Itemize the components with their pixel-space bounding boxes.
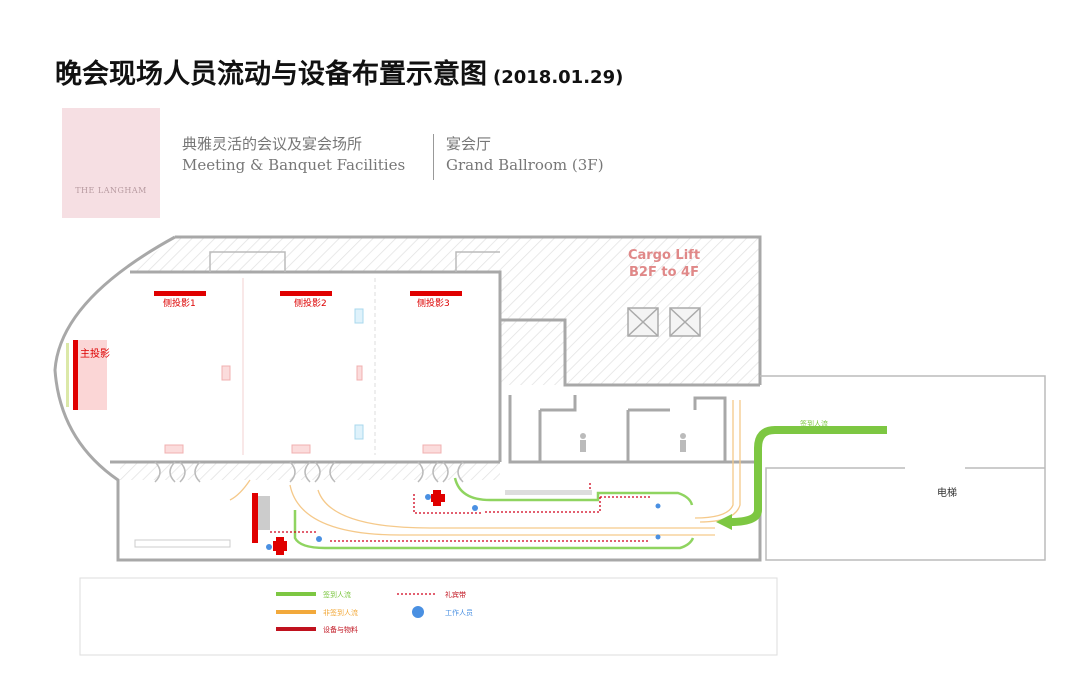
checkin-flow-arrowhead <box>716 514 732 530</box>
side-projection-2-label: 侧投影2 <box>294 297 327 309</box>
checkin-flow-main <box>729 426 887 526</box>
ballroom-top-wall <box>130 270 502 462</box>
legend-swatch-noncheckin <box>276 610 316 614</box>
ballroom-header: 宴会厅 Grand Ballroom (3F) <box>446 134 604 176</box>
legend-label-noncheckin: 非签到人流 <box>323 608 358 617</box>
facility-en: Meeting & Banquet Facilities <box>182 156 406 174</box>
cargo-lift-label: Cargo Lift <box>628 248 700 263</box>
side-projection-1-label: 侧投影1 <box>163 297 196 309</box>
facility-cn: 典雅灵活的会议及宴会场所 <box>182 135 363 153</box>
elevator-lobby-outline <box>760 375 1046 561</box>
legend: 签到人流 非签到人流 设备与物料 礼宾带 工作人员 <box>276 590 473 634</box>
backdrop <box>258 496 270 530</box>
title-main: 晚会现场人员流动与设备布置示意图 <box>55 59 487 90</box>
cargo-lift-floors: B2F to 4F <box>629 265 699 280</box>
stanchion-ropes <box>270 483 650 542</box>
ballroom-en: Grand Ballroom (3F) <box>446 156 604 174</box>
header-divider <box>433 134 434 180</box>
main-screen <box>73 340 78 410</box>
ballroom-cn: 宴会厅 <box>446 135 492 153</box>
top-door-left <box>209 251 286 272</box>
side-screen-3 <box>410 291 462 296</box>
legend-label-rope: 礼宾带 <box>445 590 466 599</box>
reception-desk <box>505 490 592 495</box>
stage-edge <box>66 343 69 407</box>
hatched-top-band <box>130 237 500 272</box>
elevator-label: 电梯 <box>937 486 957 499</box>
staff-markers <box>266 494 661 550</box>
legend-label-checkin: 签到人流 <box>323 590 351 599</box>
legend-label-equipment: 设备与物料 <box>323 625 358 634</box>
side-screen-2 <box>280 291 332 296</box>
legend-swatch-equipment <box>276 627 316 631</box>
page-title: 晚会现场人员流动与设备布置示意图 (2018.01.29) <box>55 52 623 91</box>
service-rooms <box>500 318 760 464</box>
equipment <box>252 490 445 555</box>
langham-logo: THE LANGHAM <box>62 108 160 218</box>
checkin-flow-label: 签到人流 <box>800 419 828 428</box>
restroom-icons <box>580 433 686 452</box>
speaker-icons <box>164 365 442 454</box>
legend-box <box>79 577 778 656</box>
main-screen-area <box>75 340 107 410</box>
facility-header: 典雅灵活的会议及宴会场所 Meeting & Banquet Facilitie… <box>182 134 405 176</box>
logo-text: THE LANGHAM <box>75 186 147 195</box>
camera-icons <box>354 308 364 440</box>
legend-swatch-staff <box>412 606 424 618</box>
ballroom-doors <box>154 461 464 483</box>
cargo-lift-icons <box>627 307 701 337</box>
checkin-flow-lanes <box>293 477 695 550</box>
legend-label-staff: 工作人员 <box>445 608 473 617</box>
side-screen-1 <box>154 291 206 296</box>
title-date: (2018.01.29) <box>493 67 624 88</box>
top-door-right <box>455 251 500 272</box>
building-outline <box>53 235 762 562</box>
hatched-bottom-band <box>120 462 500 480</box>
main-projection-label: 主投影 <box>80 347 110 360</box>
legend-swatch-checkin <box>276 592 316 596</box>
bottom-counter <box>134 539 231 548</box>
side-projection-3-label: 侧投影3 <box>417 297 450 309</box>
